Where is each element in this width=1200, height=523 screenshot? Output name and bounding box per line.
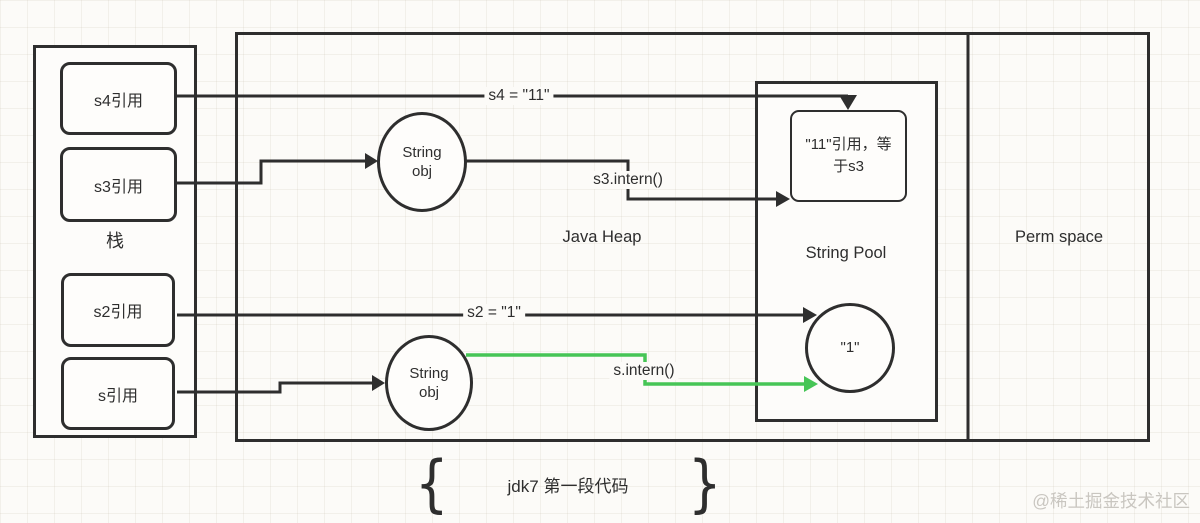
caption-brace-right: } xyxy=(687,447,722,520)
ref-box-s3: s3引用 xyxy=(60,147,177,222)
pool-entry-1-circle: "1" xyxy=(805,303,895,393)
caption-text: jdk7 第一段代码 xyxy=(507,476,629,496)
string-obj-circle-top: String obj xyxy=(377,112,467,212)
heap-perm-box xyxy=(235,32,1150,442)
pool-entry-1-label: "1" xyxy=(840,339,860,357)
ref-label-s2: s2引用 xyxy=(93,304,143,321)
string-pool-label: String Pool xyxy=(805,244,887,262)
ref-label-s3: s3引用 xyxy=(94,178,143,196)
string-obj-bottom-label: String obj xyxy=(409,364,449,402)
edge-label-s-intern: s.intern() xyxy=(609,362,679,380)
edge-label-s2-assign: s2 = "1" xyxy=(463,304,525,322)
ref-box-s2: s2引用 xyxy=(61,273,175,347)
pool-entry-11-label: "11"引用，等于s3 xyxy=(805,136,892,175)
edge-label-s4-assign: s4 = "11" xyxy=(484,87,554,105)
caption: { jdk7 第一段代码 } xyxy=(412,452,724,516)
ref-box-s4: s4引用 xyxy=(60,62,177,135)
ref-box-s: s引用 xyxy=(61,357,175,430)
pool-entry-11-box: "11"引用，等于s3 xyxy=(790,110,907,202)
stack-label: 栈 xyxy=(106,231,124,251)
watermark: @稀土掘金技术社区 xyxy=(1032,491,1190,511)
java-heap-label: Java Heap xyxy=(562,228,642,246)
string-obj-top-label: String obj xyxy=(402,143,442,181)
perm-space-label: Perm space xyxy=(1014,228,1104,246)
caption-brace-left: { xyxy=(414,447,449,520)
ref-label-s4: s4引用 xyxy=(94,92,143,110)
ref-label-s: s引用 xyxy=(97,387,138,405)
edge-label-s3-intern: s3.intern() xyxy=(589,171,667,189)
string-obj-circle-bottom: String obj xyxy=(385,335,473,431)
